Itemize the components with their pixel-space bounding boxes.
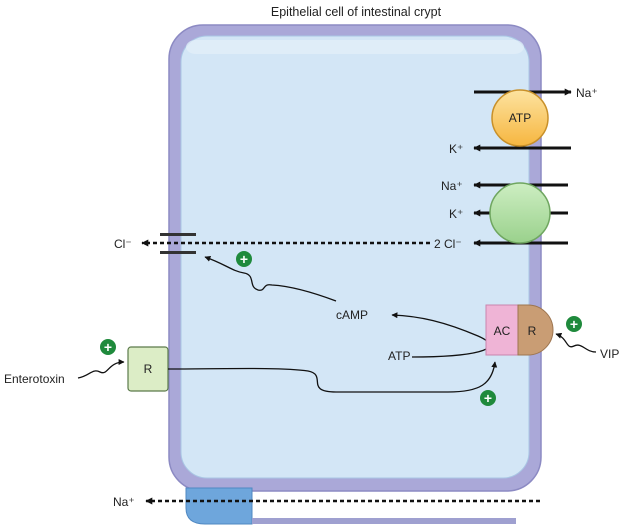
vip-receptor bbox=[517, 304, 554, 356]
chloride-channel: Cl⁻ bbox=[114, 233, 430, 254]
cell-highlight bbox=[186, 40, 524, 54]
camp-to-channel-arrow bbox=[204, 255, 337, 302]
cotrans-k-label: K⁺ bbox=[449, 207, 463, 221]
camp-label: cAMP bbox=[336, 308, 368, 322]
ac-label: AC bbox=[494, 324, 511, 338]
channel-top bbox=[160, 233, 196, 236]
atp-label: ATP bbox=[388, 349, 410, 363]
neighbor-cell-edge bbox=[252, 518, 516, 524]
epithelial-cell bbox=[168, 24, 542, 492]
receptor-right-label: R bbox=[528, 324, 537, 338]
cotrans-cl-label: 2 Cl⁻ bbox=[434, 237, 462, 251]
pump-atp-label: ATP bbox=[509, 111, 531, 125]
vip-arrow bbox=[555, 332, 597, 353]
adenylyl-cyclase bbox=[485, 304, 519, 356]
camp-pathway: cAMP ATP bbox=[204, 255, 490, 363]
atp-to-camp-arrow bbox=[391, 312, 490, 358]
receptor-left-label: R bbox=[144, 362, 153, 376]
svg-text:+: + bbox=[484, 390, 492, 406]
paracellular-na: Na⁺ bbox=[113, 495, 540, 509]
diagram-title: Epithelial cell of intestinal crypt bbox=[271, 5, 442, 19]
tight-junction bbox=[185, 487, 516, 525]
enterotoxin-pathway: R Enterotoxin bbox=[4, 346, 498, 393]
paracellular-na-label: Na⁺ bbox=[113, 495, 135, 509]
junction-block bbox=[185, 487, 253, 525]
enterotoxin-label: Enterotoxin bbox=[4, 372, 65, 386]
channel-bottom bbox=[160, 251, 196, 254]
na-k-atpase: ATP Na⁺ K⁺ bbox=[449, 86, 598, 156]
plus-icon: + bbox=[236, 251, 252, 267]
cell-interior bbox=[180, 35, 530, 479]
plus-icon: + bbox=[100, 339, 116, 355]
cotrans-na-label: Na⁺ bbox=[441, 179, 463, 193]
atpase-pump bbox=[491, 89, 549, 147]
cotransporter bbox=[489, 182, 551, 244]
svg-text:+: + bbox=[570, 316, 578, 332]
pump-na-label: Na⁺ bbox=[576, 86, 598, 100]
svg-text:+: + bbox=[240, 251, 248, 267]
enterotoxin-arrow bbox=[77, 359, 125, 379]
ac-receptor-complex: AC R VIP bbox=[485, 304, 619, 361]
nkcc-cotransporter: Na⁺ K⁺ 2 Cl⁻ bbox=[434, 179, 568, 251]
vip-label: VIP bbox=[600, 347, 619, 361]
receptor-to-ac-arrow bbox=[167, 361, 498, 393]
svg-text:+: + bbox=[104, 339, 112, 355]
plus-icon: + bbox=[480, 390, 496, 406]
plus-icon: + bbox=[566, 316, 582, 332]
pump-k-label: K⁺ bbox=[449, 142, 463, 156]
channel-cl-label: Cl⁻ bbox=[114, 237, 132, 251]
